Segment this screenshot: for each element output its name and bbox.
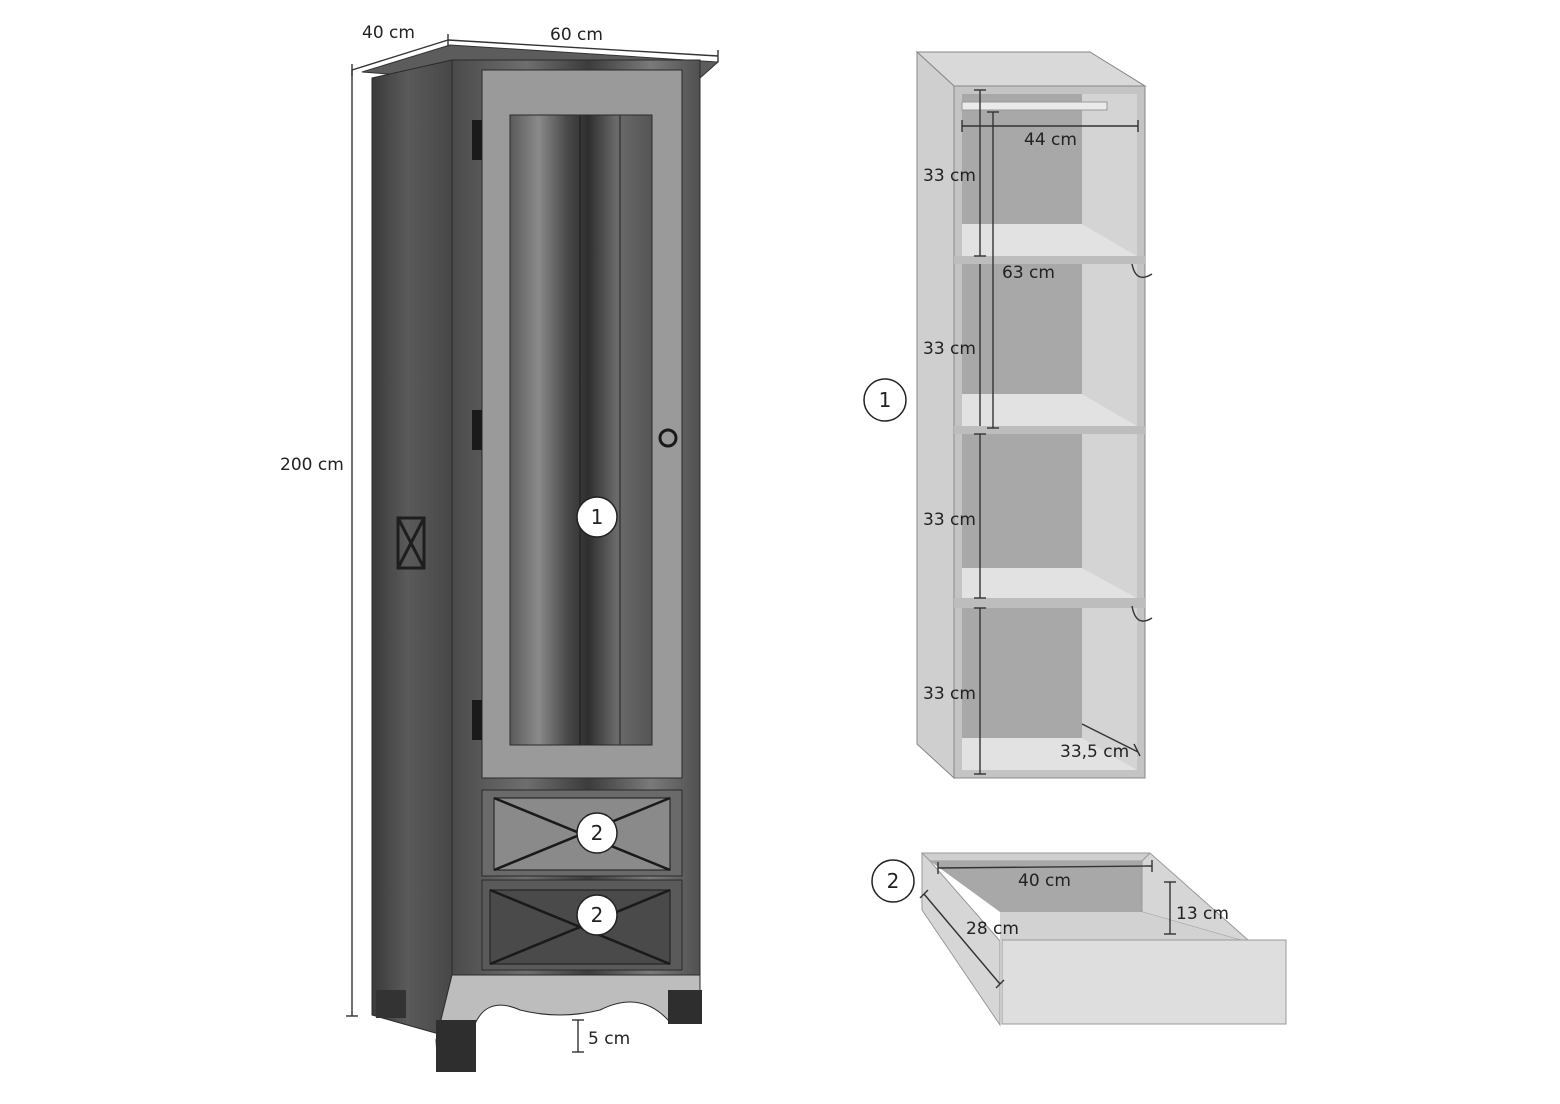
- interior-drawing: [915, 50, 1153, 780]
- cabinet-height-label: 200 cm: [280, 455, 344, 475]
- interior-badge: 1: [863, 378, 907, 422]
- compartment-2-label: 33 cm: [923, 339, 976, 359]
- compartment-3-label: 33 cm: [923, 510, 976, 530]
- middle-height-label: 63 cm: [1002, 263, 1055, 283]
- compartment-1-label: 33 cm: [923, 166, 976, 186]
- door-badge: 1: [576, 496, 618, 538]
- svg-text:2: 2: [591, 821, 604, 845]
- svg-text:1: 1: [879, 388, 892, 412]
- drawer-badge-bottom: 2: [576, 894, 618, 936]
- drawer-badge: 2: [871, 859, 915, 903]
- drawer-badge-top: 2: [576, 812, 618, 854]
- svg-text:1: 1: [591, 505, 604, 529]
- cabinet-foot-label: 5 cm: [588, 1029, 630, 1049]
- drawer-dimension-lines: [919, 860, 1176, 989]
- svg-text:2: 2: [591, 903, 604, 927]
- interior-width-label: 44 cm: [1024, 130, 1077, 150]
- cabinet-width-label: 60 cm: [550, 25, 603, 45]
- cabinet-illustration: [361, 44, 720, 1072]
- drawer-depth-label: 28 cm: [966, 919, 1019, 939]
- cabinet-depth-label: 40 cm: [362, 23, 415, 43]
- interior-dimension-lines: [961, 89, 1141, 775]
- svg-text:2: 2: [887, 869, 900, 893]
- drawer-width-label: 40 cm: [1018, 871, 1071, 891]
- drawer-height-label: 13 cm: [1176, 904, 1229, 924]
- drawer-drawing: [921, 851, 1287, 1027]
- cabinet-dimension-lines: [346, 34, 719, 1053]
- compartment-4-label: 33 cm: [923, 684, 976, 704]
- interior-depth-label: 33,5 cm: [1060, 742, 1129, 762]
